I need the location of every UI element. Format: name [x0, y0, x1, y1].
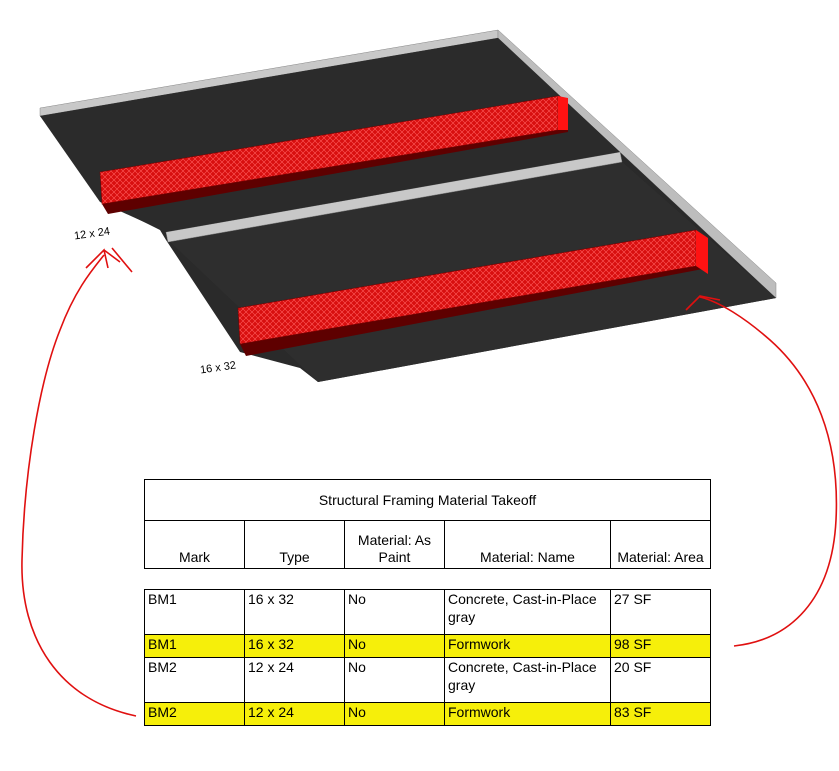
header-mark: Mark — [144, 520, 245, 569]
table-row: BM1 16 x 32 No Concrete, Cast-in-Place g… — [144, 589, 712, 635]
cell-mark: BM1 — [144, 634, 245, 658]
cell-type: 16 x 32 — [244, 634, 345, 658]
cell-mark: BM2 — [144, 657, 245, 703]
table-row: BM2 12 x 24 No Concrete, Cast-in-Place g… — [144, 657, 712, 703]
cell-paint: No — [344, 634, 445, 658]
cell-area: 98 SF — [609, 634, 712, 658]
table-spacer — [144, 568, 711, 590]
cell-name: Concrete, Cast-in-Place gray — [444, 657, 611, 703]
cell-paint: No — [344, 589, 445, 635]
cell-type: 12 x 24 — [244, 657, 345, 703]
material-takeoff-table: Structural Framing Material Takeoff Mark… — [143, 479, 712, 726]
header-material-as-paint: Material: As Paint — [344, 520, 445, 569]
cell-mark: BM2 — [144, 702, 245, 726]
header-material-name: Material: Name — [444, 520, 611, 569]
cell-paint: No — [344, 702, 445, 726]
cell-paint: No — [344, 657, 445, 703]
cell-mark: BM1 — [144, 589, 245, 635]
table-title: Structural Framing Material Takeoff — [143, 479, 712, 521]
beam-12x24-bottom — [102, 130, 568, 214]
cell-name: Concrete, Cast-in-Place gray — [444, 589, 611, 635]
beam-12x24-end — [558, 96, 568, 130]
slab-step-edge — [165, 151, 623, 243]
header-type: Type — [244, 520, 345, 569]
beam-16x32-end — [696, 230, 708, 274]
table-row-highlighted: BM1 16 x 32 No Formwork 98 SF — [144, 634, 712, 658]
cell-area: 20 SF — [609, 657, 712, 703]
header-material-area: Material: Area — [609, 520, 712, 569]
cell-type: 16 x 32 — [244, 589, 345, 635]
cell-name: Formwork — [444, 634, 611, 658]
cell-name: Formwork — [444, 702, 611, 726]
cell-type: 12 x 24 — [244, 702, 345, 726]
cell-area: 83 SF — [609, 702, 712, 726]
table-row-highlighted: BM2 12 x 24 No Formwork 83 SF — [144, 702, 712, 726]
beam-16x32-bottom — [240, 266, 708, 356]
cell-area: 27 SF — [609, 589, 712, 635]
